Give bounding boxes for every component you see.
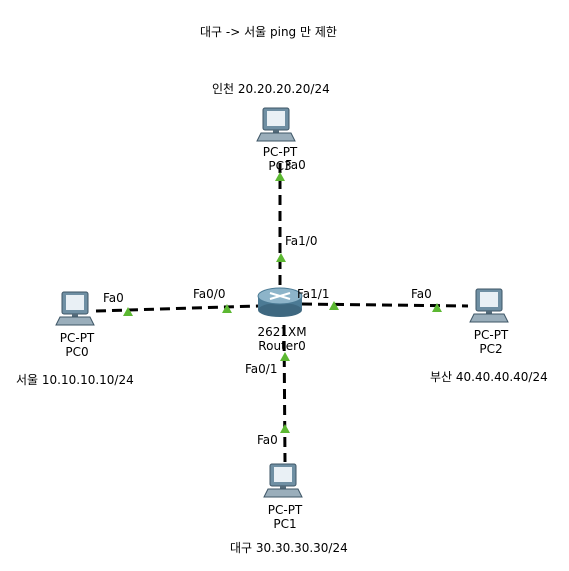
port-label-router-top: Fa1/0: [285, 234, 318, 248]
link-status-up-indicator: [280, 352, 290, 361]
diagram-title: 대구 -> 서울 ping 만 제한: [198, 23, 339, 40]
note-daegu: 대구 30.30.30.30/24: [228, 539, 350, 556]
note-seoul: 서울 10.10.10.10/24: [14, 371, 136, 388]
pc-type: PC-PT: [59, 331, 95, 345]
link-status-up-indicator: [329, 301, 339, 310]
router-icon[interactable]: [257, 287, 303, 317]
pc-top-label: PC-PT PC3: [263, 145, 298, 173]
router-name: Router0: [258, 339, 306, 353]
link-router-pc2[interactable]: [301, 302, 469, 308]
port-label-router-bottom: Fa0/1: [245, 362, 278, 376]
pc-name: PC3: [268, 159, 292, 173]
port-label-top-pc: Fa0: [285, 158, 306, 172]
note-incheon: 인천 20.20.20.20/24: [210, 80, 332, 97]
link-status-up-indicator: [222, 304, 232, 313]
port-label-router-left: Fa0/0: [193, 287, 226, 301]
pc-name: PC2: [479, 342, 503, 356]
pc0-label: PC-PT PC0: [60, 331, 95, 359]
router-model: 2621XM: [257, 325, 307, 339]
router-label: 2621XM Router0: [257, 325, 306, 353]
pc-name: PC1: [273, 517, 297, 531]
pc-icon[interactable]: [263, 463, 303, 498]
note-busan: 부산 40.40.40.40/24: [428, 368, 550, 385]
link-router-pc1[interactable]: [282, 324, 287, 463]
pc2-label: PC-PT PC2: [474, 328, 509, 356]
link-status-up-indicator: [280, 424, 290, 433]
pc1-label: PC-PT PC1: [268, 503, 303, 531]
port-label-router-right: Fa1/1: [297, 287, 330, 301]
link-status-up-indicator: [276, 253, 286, 262]
link-router-pc0[interactable]: [95, 304, 259, 313]
port-label-pc0: Fa0: [103, 291, 124, 305]
port-label-pc1: Fa0: [257, 433, 278, 447]
port-label-pc2: Fa0: [411, 287, 432, 301]
link-status-up-indicator: [432, 303, 442, 312]
pc-icon[interactable]: [469, 288, 509, 323]
pc-name: PC0: [65, 345, 89, 359]
pc-type: PC-PT: [267, 503, 303, 517]
pc-icon[interactable]: [256, 107, 296, 142]
pc-type: PC-PT: [262, 145, 298, 159]
link-status-up-indicator: [123, 307, 133, 316]
link-status-up-indicator: [275, 172, 285, 181]
pc-icon[interactable]: [55, 291, 95, 326]
pc-type: PC-PT: [473, 328, 509, 342]
